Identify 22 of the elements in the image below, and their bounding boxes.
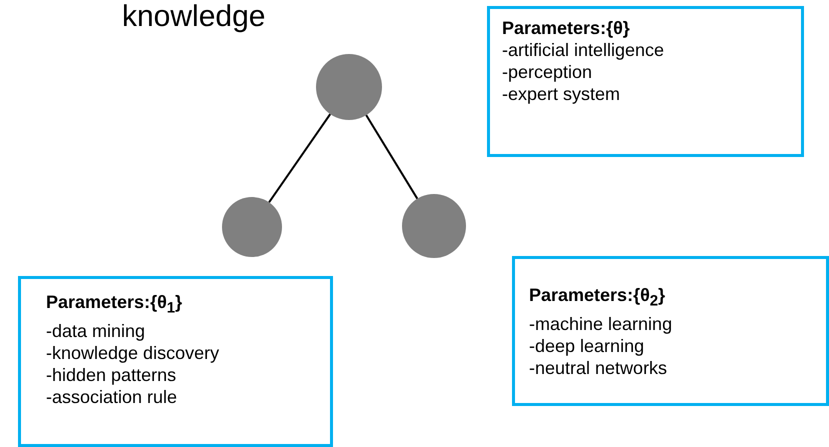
list-item: -knowledge discovery [46,342,220,364]
box-heading: Parameters:{θ} [502,17,630,39]
circle-node [222,197,282,257]
list-item: -hidden patterns [46,364,176,386]
parameter-box [18,276,333,447]
list-item: -artificial intelligence [502,39,664,61]
box-heading: Parameters:{θ$_{2}$} [529,284,666,312]
heading-text: knowledge [122,0,266,34]
circle-node [316,54,382,120]
list-item: -machine learning [529,312,672,335]
list-item: -neutral networks [529,356,668,379]
parameter-box [487,6,804,157]
list-item: -perception [502,61,592,83]
connector-line [365,114,418,200]
parameter-box [512,256,829,406]
circle-node [402,194,466,258]
list-item: -association rule [46,386,178,408]
list-item: -deep learning [529,334,644,357]
connector-line [268,114,332,203]
box-heading: Parameters:{θ$_{1}$} [46,291,182,319]
list-item: -expert system [502,83,620,105]
list-item: -data mining [46,320,146,342]
